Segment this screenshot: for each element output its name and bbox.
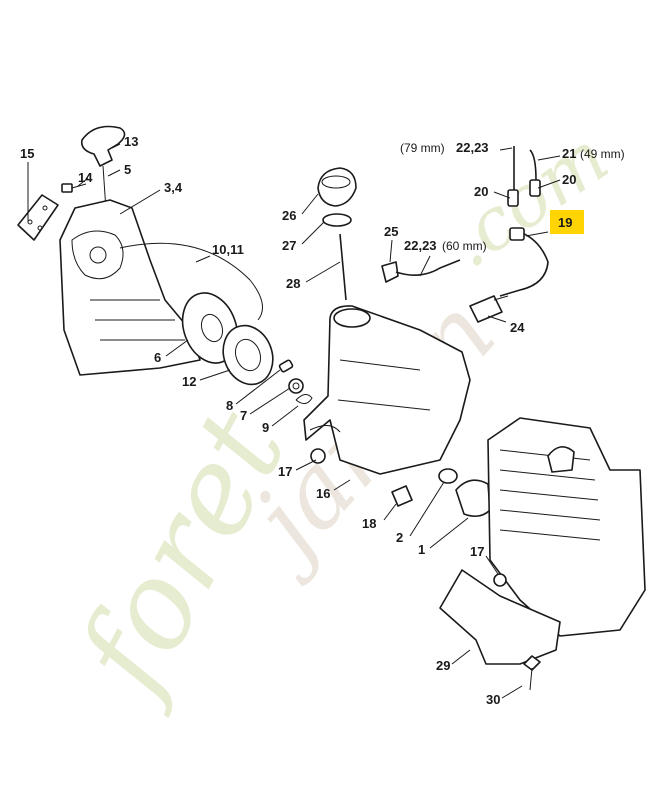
part-2-washer bbox=[438, 468, 458, 484]
part-30-screw bbox=[523, 655, 541, 691]
label-6: 6 bbox=[154, 350, 161, 365]
label-21: 21 bbox=[562, 146, 576, 161]
part-15-gasket bbox=[17, 194, 59, 241]
label-21-note: (49 mm) bbox=[580, 147, 625, 161]
label-8: 8 bbox=[226, 398, 233, 413]
part-17-bushing-a bbox=[310, 448, 326, 464]
label-22-23-b-note: (60 mm) bbox=[442, 239, 487, 253]
part-28-vent-rod bbox=[339, 233, 347, 301]
label-16: 16 bbox=[316, 486, 330, 501]
label-27: 27 bbox=[282, 238, 296, 253]
engine-block bbox=[487, 417, 646, 637]
part-22-23-tube-60mm bbox=[395, 259, 461, 276]
label-22-23-a-note: (79 mm) bbox=[400, 141, 445, 155]
label-10-11: 10,11 bbox=[212, 242, 244, 257]
part-19-fuel-line bbox=[499, 227, 549, 297]
label-22-23-b: 22,23 bbox=[404, 238, 437, 253]
part-27-o-ring bbox=[322, 213, 352, 227]
part-29-engine-shroud bbox=[439, 569, 561, 665]
label-29: 29 bbox=[436, 658, 450, 673]
part-12-rope-rotor bbox=[222, 324, 274, 386]
part-13-starter-handle bbox=[80, 125, 126, 211]
leader-lines bbox=[27, 143, 561, 699]
part-14-screw bbox=[61, 183, 87, 193]
label-25: 25 bbox=[384, 224, 398, 239]
part-25-fitting bbox=[381, 261, 399, 283]
label-24: 24 bbox=[510, 320, 525, 335]
label-3-4: 3,4 bbox=[164, 180, 183, 195]
part-10-11-starter-rope bbox=[119, 242, 263, 321]
label-1: 1 bbox=[418, 542, 425, 557]
label-28: 28 bbox=[286, 276, 300, 291]
label-2: 2 bbox=[396, 530, 403, 545]
watermark-brand: foret bbox=[49, 389, 314, 721]
part-22-23-tube-79mm bbox=[507, 146, 519, 207]
label-18: 18 bbox=[362, 516, 376, 531]
part-7-washer bbox=[288, 378, 304, 394]
label-13: 13 bbox=[124, 134, 138, 149]
label-30: 30 bbox=[486, 692, 500, 707]
label-12: 12 bbox=[182, 374, 196, 389]
label-26: 26 bbox=[282, 208, 296, 223]
part-26-tank-cap bbox=[317, 167, 357, 207]
part-24-fuel-filter bbox=[469, 295, 509, 323]
part-18-bushing bbox=[391, 485, 413, 507]
label-14: 14 bbox=[78, 170, 93, 185]
part-1-flywheel-cup bbox=[455, 479, 491, 518]
label-17-b: 17 bbox=[470, 544, 484, 559]
label-20-a: 20 bbox=[474, 184, 488, 199]
part-21-tube-49mm bbox=[529, 149, 541, 197]
label-5: 5 bbox=[124, 162, 131, 177]
label-19: 19 bbox=[558, 215, 572, 230]
label-22-23-a: 22,23 bbox=[456, 140, 489, 155]
part-8-pawl bbox=[278, 359, 294, 373]
label-20-b: 20 bbox=[562, 172, 576, 187]
label-15: 15 bbox=[20, 146, 34, 161]
part-17-bushing-b bbox=[493, 573, 507, 587]
callout-labels: 15 14 13 5 3,4 10,11 6 12 8 7 9 26 27 28… bbox=[20, 134, 625, 707]
label-17-a: 17 bbox=[278, 464, 292, 479]
label-9: 9 bbox=[262, 420, 269, 435]
label-7: 7 bbox=[240, 408, 247, 423]
part-9-spring-clip bbox=[295, 394, 313, 404]
part-16-fuel-tank bbox=[303, 305, 471, 475]
label-19-highlight bbox=[550, 210, 584, 234]
part-3-4-starter-housing bbox=[59, 199, 201, 376]
